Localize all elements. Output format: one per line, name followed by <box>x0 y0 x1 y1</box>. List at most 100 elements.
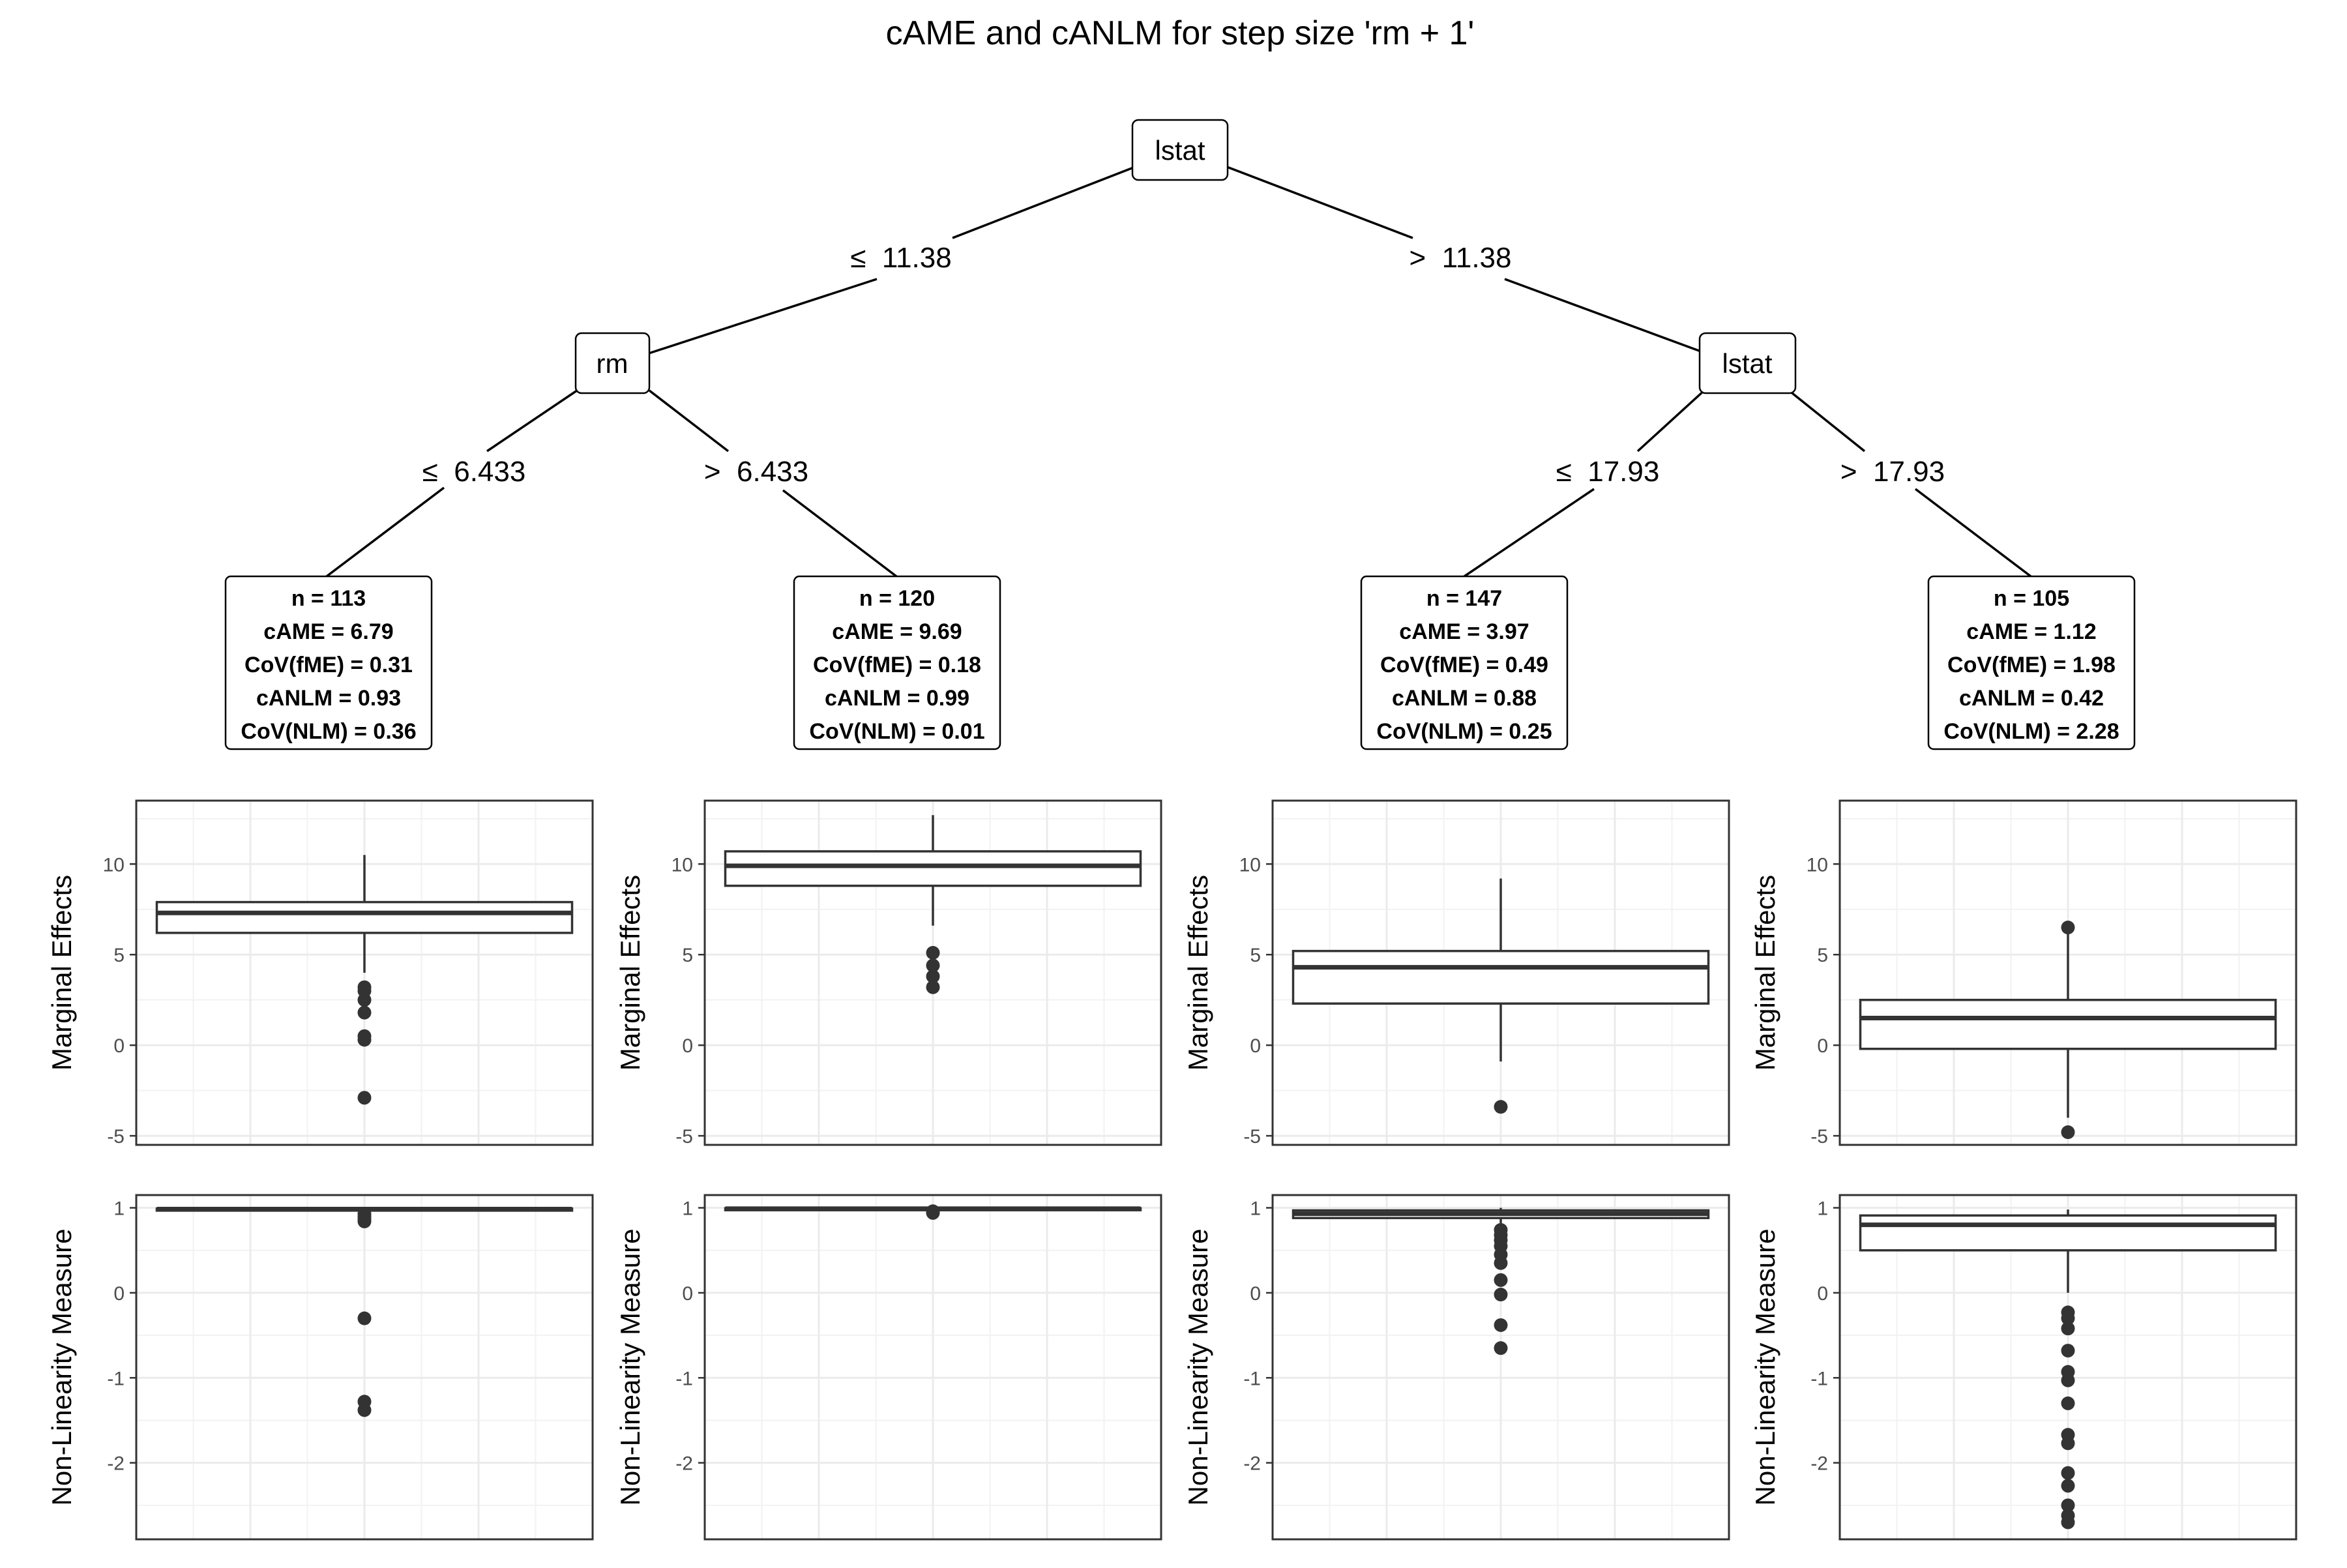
panel-border <box>1271 1194 1730 1541</box>
edge-label-root-left: ≤ 11.38 <box>850 242 951 274</box>
node-right-label: lstat <box>1722 348 1772 379</box>
outlier-point <box>2061 921 2075 935</box>
y-tick-label: -1 <box>1810 1368 1828 1389</box>
tree-nodes: lstat rm lstat <box>574 119 1797 394</box>
y-tick-label: 5 <box>682 945 693 966</box>
panel-border <box>135 799 594 1146</box>
outlier-point <box>926 980 940 994</box>
outlier-point <box>2061 1125 2075 1140</box>
y-tick-label: 10 <box>103 854 125 876</box>
outlier-point <box>2061 1311 2075 1325</box>
y-axis-title: Non-Linearity Measure <box>1750 1229 1780 1506</box>
node-root-label: lstat <box>1155 135 1205 166</box>
y-tick-label: 0 <box>113 1283 125 1305</box>
outlier-point <box>926 1206 940 1220</box>
edge-root-left-lower <box>648 278 878 355</box>
tree-edges <box>325 166 2032 578</box>
y-tick-label: -2 <box>107 1453 125 1475</box>
y-tick-label: 5 <box>1817 945 1828 966</box>
y-axis-title: Non-Linearity Measure <box>46 1229 77 1506</box>
leaf-1-stat: n = 113 <box>291 586 366 611</box>
y-tick-label: -1 <box>675 1368 693 1389</box>
leaf-4-stat: CoV(fME) = 1.98 <box>1947 653 2116 677</box>
edge-label-lstat2-right: > 17.93 <box>1840 456 1945 488</box>
panel-border <box>1838 1194 2297 1541</box>
outlier-point <box>2061 1479 2075 1493</box>
box-iqr <box>155 900 574 934</box>
node-right: lstat <box>1698 332 1797 394</box>
panel-border <box>703 799 1162 1146</box>
edge-rm-right-upper <box>648 389 730 452</box>
edge-lstat2-left-upper <box>1636 389 1705 452</box>
box-iqr <box>1292 949 1710 1005</box>
edge-rm-left-upper <box>486 389 578 452</box>
y-tick-label: 5 <box>1250 945 1261 966</box>
leaf-1-stat: CoV(NLM) = 0.36 <box>241 719 416 744</box>
outlier-point <box>2061 1436 2075 1451</box>
node-left: rm <box>574 332 651 394</box>
leaf-3-stat: cAME = 3.97 <box>1399 619 1529 644</box>
outlier-point <box>1494 1341 1508 1355</box>
leaf-3-stat: n = 147 <box>1426 586 1502 611</box>
leaf-3: n = 147 cAME = 3.97 CoV(fME) = 0.49 cANL… <box>1360 575 1569 750</box>
outlier-point <box>2061 1344 2075 1358</box>
outlier-point <box>2061 1373 2075 1387</box>
y-tick-label: 1 <box>682 1198 693 1220</box>
outlier-point <box>2061 1498 2075 1513</box>
outlier-point <box>2061 1515 2075 1530</box>
leaf-4-stat: CoV(NLM) = 2.28 <box>1943 719 2119 744</box>
box-iqr <box>724 850 1142 887</box>
y-axis-title: Marginal Effects <box>46 875 77 1071</box>
y-tick-label: -5 <box>107 1126 125 1147</box>
outlier-point <box>1494 1273 1508 1287</box>
leaf-4-stat: n = 105 <box>1994 586 2069 611</box>
panel-border <box>703 1194 1162 1541</box>
leaf-nodes: n = 113 cAME = 6.79 CoV(fME) = 0.31 cANL… <box>224 575 2136 750</box>
outlier-point <box>2061 1466 2075 1480</box>
edge-rm-left-lower <box>325 486 445 578</box>
edge-label-rm-right: > 6.433 <box>704 456 808 488</box>
outlier-point <box>926 945 940 960</box>
outlier-point <box>2061 1396 2075 1410</box>
y-tick-label: 0 <box>113 1035 125 1057</box>
chart-title: cAME and cANLM for step size 'rm + 1' <box>886 14 1475 52</box>
edge-root-left-upper <box>952 166 1136 239</box>
edge-root-right-upper <box>1226 166 1413 239</box>
y-tick-label: 1 <box>1817 1198 1828 1220</box>
edge-root-right-lower <box>1504 278 1707 355</box>
y-tick-label: 0 <box>1250 1283 1261 1305</box>
y-tick-label: 1 <box>1250 1198 1261 1220</box>
outlier-point <box>357 1033 372 1047</box>
leaf-2-stat: n = 120 <box>859 586 935 611</box>
outlier-point <box>926 969 940 984</box>
edge-lstat2-right-upper <box>1788 389 1866 452</box>
y-tick-label: -5 <box>1810 1126 1828 1147</box>
y-axis-title: Marginal Effects <box>1750 875 1780 1071</box>
y-tick-label: 1 <box>113 1198 125 1220</box>
outlier-point <box>357 1403 372 1417</box>
y-tick-label: -2 <box>1243 1453 1261 1475</box>
node-root: lstat <box>1131 119 1229 181</box>
outlier-point <box>2061 1322 2075 1336</box>
y-tick-label: -2 <box>675 1453 693 1475</box>
outlier-point <box>1494 1288 1508 1302</box>
y-tick-label: -1 <box>1243 1368 1261 1389</box>
y-tick-label: 0 <box>1250 1035 1261 1057</box>
y-tick-label: 0 <box>1817 1035 1828 1057</box>
panel-border <box>135 1194 594 1541</box>
y-tick-label: 0 <box>682 1283 693 1305</box>
leaf-4: n = 105 cAME = 1.12 CoV(fME) = 1.98 cANL… <box>1927 575 2136 750</box>
y-tick-label: 0 <box>682 1035 693 1057</box>
outlier-point <box>357 1005 372 1020</box>
box-iqr <box>1859 1214 2277 1252</box>
leaf-3-stat: CoV(NLM) = 0.25 <box>1376 719 1552 744</box>
y-axis-title: Non-Linearity Measure <box>615 1229 645 1506</box>
panel-border <box>1271 799 1730 1146</box>
